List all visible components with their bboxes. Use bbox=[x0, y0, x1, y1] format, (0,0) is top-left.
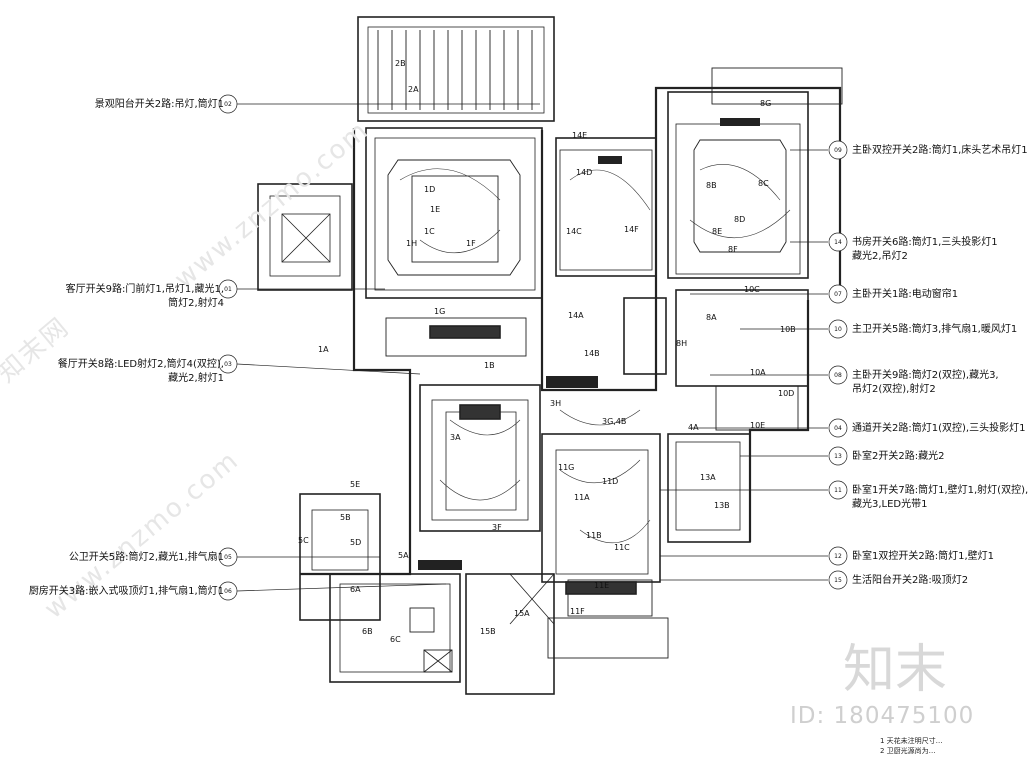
annotation-right-08: 主卧开关9路:筒灯2(双控),藏光3, 吊灯2(双控),射灯2 bbox=[852, 370, 999, 395]
room-label: 5E bbox=[350, 480, 360, 489]
room-label: 11A bbox=[574, 493, 590, 502]
room-label: 5C bbox=[298, 536, 309, 545]
room-label: 13B bbox=[714, 501, 730, 510]
room-label: 14A bbox=[568, 311, 584, 320]
room-label: 13A bbox=[700, 473, 716, 482]
svg-text:10: 10 bbox=[834, 326, 842, 333]
room-label: 14E bbox=[572, 131, 587, 140]
svg-text:13: 13 bbox=[834, 453, 842, 460]
room-label: 11C bbox=[614, 543, 630, 552]
room-label: 5D bbox=[350, 538, 361, 547]
svg-text:08: 08 bbox=[834, 372, 842, 379]
room-label: 2B bbox=[395, 59, 406, 68]
annotation-right-14: 书房开关6路:筒灯1,三头投影灯1 藏光2,吊灯2 bbox=[852, 237, 998, 262]
room-label: 15B bbox=[480, 627, 496, 636]
room-label: 3G,4B bbox=[602, 417, 626, 426]
bedroom-1 bbox=[541, 433, 661, 583]
room-label: 1A bbox=[318, 345, 329, 354]
room-label: 3A bbox=[450, 433, 461, 442]
room-label: 5B bbox=[340, 513, 351, 522]
corridor-bath bbox=[623, 297, 667, 375]
room-label: 3F bbox=[492, 523, 502, 532]
room-label: 1B bbox=[484, 361, 495, 370]
room-label: 10C bbox=[744, 285, 760, 294]
svg-text:11: 11 bbox=[834, 487, 842, 494]
room-label: 11G bbox=[558, 463, 574, 472]
room-label: 11D bbox=[602, 477, 618, 486]
room-label: 1E bbox=[430, 205, 440, 214]
room-label: 2A bbox=[408, 85, 419, 94]
room-label: 8C bbox=[758, 179, 769, 188]
svg-text:09: 09 bbox=[834, 147, 842, 154]
footnote-2: 2 卫厨光源尚为… bbox=[880, 747, 936, 755]
svg-text:07: 07 bbox=[834, 291, 842, 298]
room-label: 1H bbox=[406, 239, 417, 248]
room-label: 11B bbox=[586, 531, 602, 540]
svg-text:05: 05 bbox=[224, 554, 232, 561]
annotation-left-03: 餐厅开关8路:LED射灯2,筒灯4(双控), 藏光2,射灯1 bbox=[57, 359, 224, 384]
room-label: 8A bbox=[706, 313, 717, 322]
svg-text:04: 04 bbox=[834, 425, 842, 432]
room-label: 15A bbox=[514, 609, 530, 618]
annotation-left-06: 厨房开关3路:嵌入式吸顶灯1,排气扇1,筒灯1 bbox=[28, 586, 224, 597]
room-label: 10B bbox=[780, 325, 796, 334]
room-label: 6C bbox=[390, 635, 401, 644]
annotation-right-10: 主卫开关5路:筒灯3,排气扇1,暖风灯1 bbox=[852, 324, 1018, 335]
svg-text:06: 06 bbox=[224, 588, 232, 595]
master-bath bbox=[675, 289, 809, 387]
room-label: 10D bbox=[778, 389, 794, 398]
id-text: ID: 180475100 bbox=[790, 703, 975, 729]
living-room bbox=[365, 127, 543, 299]
room-label: 1G bbox=[434, 307, 445, 316]
room-label: 10A bbox=[750, 368, 766, 377]
room-label: 8D bbox=[734, 215, 745, 224]
room-label: 8H bbox=[676, 339, 687, 348]
room-label: 3H bbox=[550, 399, 561, 408]
room-label: 6A bbox=[350, 585, 361, 594]
annotation-left-01: 客厅开关9路:门前灯1,吊灯1,藏光1, 筒灯2,射灯4 bbox=[65, 284, 224, 309]
room-label: 10E bbox=[750, 421, 765, 430]
svg-text:12: 12 bbox=[834, 553, 842, 560]
footnote-1: 1 天花未注明尺寸… bbox=[880, 737, 943, 745]
room-label: 11F bbox=[570, 607, 585, 616]
room-label: 1F bbox=[466, 239, 476, 248]
balcony-top bbox=[357, 16, 555, 122]
room-label: 8F bbox=[728, 245, 738, 254]
room-label: 14B bbox=[584, 349, 600, 358]
svg-text:14: 14 bbox=[834, 239, 842, 246]
annotation-left-02: 景观阳台开关2路:吊灯,筒灯1 bbox=[94, 99, 224, 110]
svg-text:02: 02 bbox=[224, 101, 232, 108]
room-label: 4A bbox=[688, 423, 699, 432]
annotation-right-04: 通道开关2路:筒灯1(双控),三头投影灯1 bbox=[852, 423, 1026, 434]
room-label: 1C bbox=[424, 227, 435, 236]
svg-text:03: 03 bbox=[224, 361, 232, 368]
annotation-right-13: 卧室2开关2路:藏光2 bbox=[852, 451, 945, 462]
room-label: 8B bbox=[706, 181, 717, 190]
brand-logo: 知末 bbox=[843, 640, 948, 700]
annotation-right-11: 卧室1开关7路:筒灯1,壁灯1,射灯(双控), 藏光3,LED光带1 bbox=[852, 485, 1029, 510]
room-label: 1D bbox=[424, 185, 435, 194]
annotation-right-07: 主卧开关1路:电动窗帘1 bbox=[852, 289, 959, 300]
room-label: 8G bbox=[760, 99, 771, 108]
annotation-right-15: 生活阳台开关2路:吸顶灯2 bbox=[852, 575, 969, 586]
room-label: 14C bbox=[566, 227, 582, 236]
room-label: 5A bbox=[398, 551, 409, 560]
room-label: 11E bbox=[594, 581, 609, 590]
annotation-left-05: 公卫开关5路:筒灯2,藏光1,排气扇1 bbox=[68, 552, 224, 563]
master-bedroom bbox=[667, 91, 809, 279]
dining-room bbox=[419, 384, 541, 532]
bedroom-2 bbox=[667, 433, 751, 543]
svg-text:15: 15 bbox=[834, 577, 842, 584]
room-label: 8E bbox=[712, 227, 722, 236]
annotation-right-12: 卧室1双控开关2路:筒灯1,壁灯1 bbox=[852, 551, 994, 562]
annotation-right-09: 主卧双控开关2路:筒灯1,床头艺术吊灯1 bbox=[852, 145, 1028, 156]
elevator bbox=[257, 183, 353, 291]
room-label: 6B bbox=[362, 627, 373, 636]
svg-text:01: 01 bbox=[224, 286, 232, 293]
room-label: 14F bbox=[624, 225, 639, 234]
room-label: 14D bbox=[576, 168, 592, 177]
